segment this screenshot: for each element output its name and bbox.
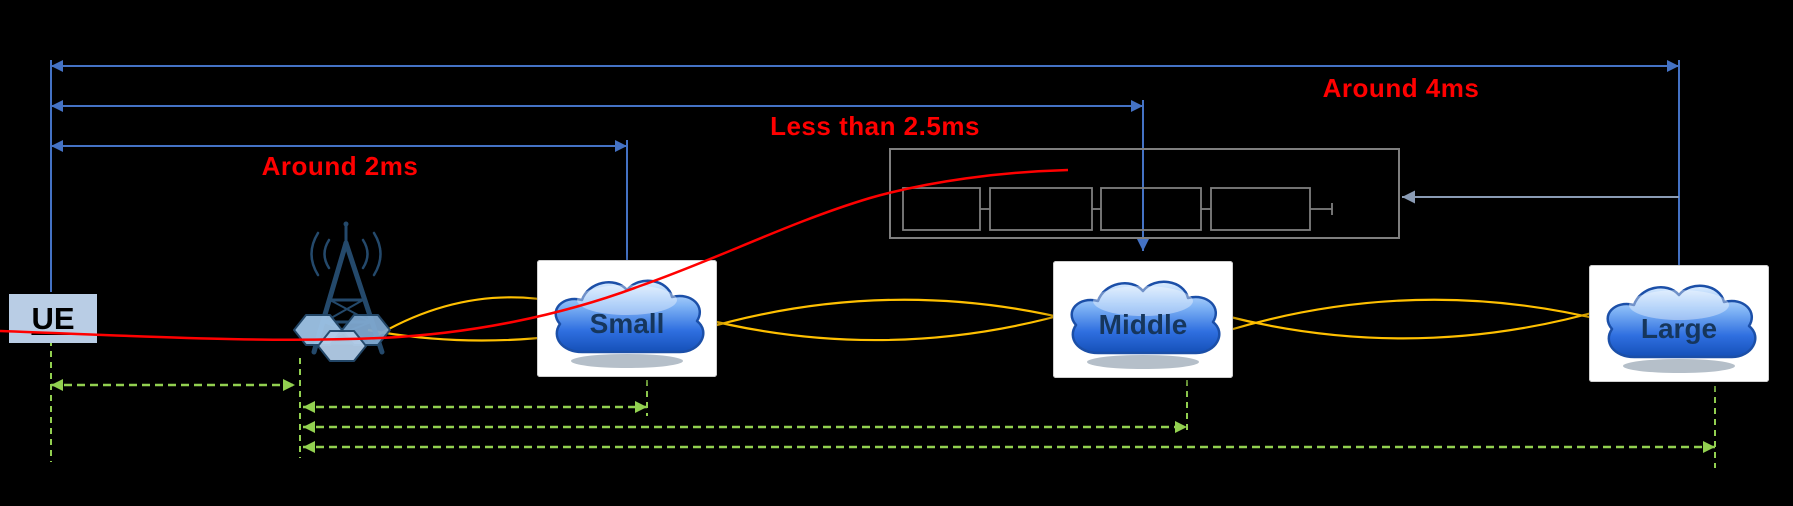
signal-path-red <box>0 168 1069 341</box>
link-middle-large-upper <box>1225 298 1607 333</box>
ue-label: UE <box>31 300 75 336</box>
frame-outer-box <box>889 148 1400 239</box>
small-cloud-node: Small <box>537 260 717 377</box>
frame-slot-4 <box>1210 187 1311 231</box>
frame-slot-2 <box>989 187 1093 231</box>
frame-slot-1 <box>902 187 981 231</box>
frame-structure-box <box>889 148 1400 239</box>
link-small-middle-upper <box>695 298 1077 333</box>
link-small-middle-lower <box>695 309 1077 342</box>
cell-tower-icon <box>293 221 391 362</box>
link-middle-large-lower <box>1225 307 1607 340</box>
large-cloud-node: Large <box>1589 265 1769 382</box>
tower-base-hexagons <box>293 314 391 362</box>
middle-cloud-label: Middle <box>1098 309 1188 340</box>
latency-label-4ms: Around 4ms <box>1322 73 1480 103</box>
ue-node: UE <box>9 294 97 343</box>
large-cloud-label: Large <box>1640 313 1718 344</box>
distance-arrows-green <box>50 340 1716 468</box>
frame-slot-3 <box>1100 187 1202 231</box>
radio-waves-icon <box>310 231 382 277</box>
small-cloud-label: Small <box>589 308 665 339</box>
latency-label-2-5ms: Less than 2.5ms <box>770 111 980 141</box>
middle-cloud-node: Middle <box>1053 261 1233 378</box>
latency-label-2ms: Around 2ms <box>261 151 419 181</box>
